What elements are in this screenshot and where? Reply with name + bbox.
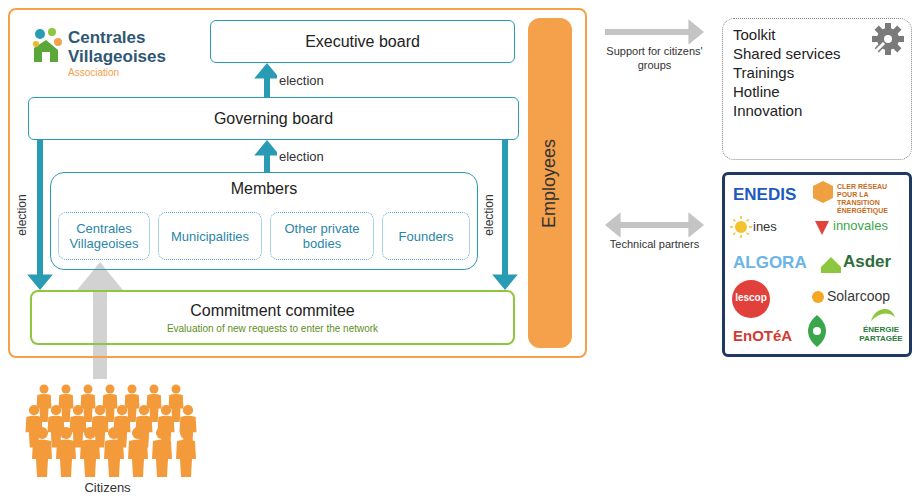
connector-arrow [605, 19, 704, 45]
node-text: Centrales Villageoises [68, 28, 190, 66]
node-text: Shared services [733, 44, 901, 63]
person-figure [104, 427, 124, 477]
connector-arrow [492, 140, 518, 290]
sun-ray [749, 226, 752, 228]
person-figure [80, 427, 100, 477]
arrow-shaft [37, 140, 43, 275]
node-text: Hotline [733, 82, 901, 101]
node-text: Governing board [214, 110, 333, 128]
sun-ray [733, 233, 735, 235]
asder-logo [821, 257, 841, 273]
node-text: Employees [540, 138, 561, 227]
edge-label: Technical partners [608, 237, 702, 251]
node-text: Asder [843, 252, 891, 272]
gear-hole [884, 35, 892, 43]
node-text: Association [68, 67, 119, 78]
arrow-shaft [605, 29, 689, 35]
node-text: Trainings [733, 63, 901, 82]
member-group-box: Founders [382, 212, 470, 260]
node-text: Executive board [305, 33, 420, 51]
member-group-box: Other private bodies [270, 212, 374, 260]
arrow-shaft [93, 289, 107, 379]
node-text: Municipalities [171, 229, 249, 244]
connector-arrow [27, 140, 53, 290]
node-text: EnOTéA [733, 327, 792, 344]
arrow-head [688, 19, 704, 45]
person-figure [152, 427, 172, 477]
board-box: Governing board [28, 97, 519, 140]
citizens-group: Citizens [20, 365, 195, 497]
connector-arrow [254, 140, 280, 172]
energie-partagee-logo [871, 309, 895, 321]
ines-sun [735, 221, 747, 233]
gear-shape [872, 23, 904, 55]
green-flower-logo [808, 315, 826, 347]
node-text: innovales [833, 218, 888, 233]
node-text: Toolkit [733, 25, 901, 44]
arrow-shaft [620, 222, 690, 228]
sun-ray [747, 219, 749, 221]
employees-bar: Employees [528, 18, 572, 348]
flower-heart [813, 327, 821, 335]
partners-box: ENEDIS CLER RÉSEAU POUR LA TRANSITION ÉNE… [722, 172, 912, 357]
edge-label: election [482, 192, 496, 237]
arrow-head [492, 274, 518, 290]
node-text: ENEDIS [733, 185, 796, 205]
node-text: lescop [734, 292, 768, 303]
committee-box: Commitment commiteeEvaluation of new req… [30, 290, 515, 345]
node-text: ÉNERGIE PARTAGÉE [855, 325, 907, 343]
node-text: CLER RÉSEAU POUR LA TRANSITION ÉNERGÉTIQ… [837, 183, 905, 215]
association-frame: Centrales VillageoisesAssociationExecuti… [8, 8, 587, 358]
member-group-box: Centrales Villageoises [58, 212, 150, 260]
node-text: ALGORA [733, 253, 807, 273]
person-figure [128, 427, 148, 477]
arrow-head [77, 262, 123, 290]
edge-label: election [277, 73, 326, 88]
node-text: ines [753, 219, 777, 234]
node-text: Evaluation of new requests to enter the … [167, 323, 378, 334]
services-box: ToolkitShared servicesTrainingsHotlineIn… [722, 18, 912, 160]
arrow-shaft [264, 155, 270, 172]
member-group-box: Municipalities [158, 212, 262, 260]
citizens-crowd [20, 365, 195, 497]
sun-ray [733, 219, 735, 221]
arrow-head [688, 212, 704, 238]
sun-ray [740, 235, 742, 238]
arrow-shaft [502, 140, 508, 275]
arrow-shaft [264, 78, 270, 97]
node-text: Solarcoop [827, 288, 890, 304]
logo-icon [30, 26, 64, 66]
connector-arrow [254, 63, 280, 97]
person-figure [56, 427, 76, 477]
person-figure [32, 427, 52, 477]
arrow-head [254, 63, 280, 79]
edge-label: Support for citizens' groups [601, 44, 709, 72]
arrow-head [605, 212, 621, 238]
connector-arrow [77, 262, 123, 379]
node-text: Innovation [733, 101, 901, 120]
sun-ray [740, 216, 742, 219]
board-box: Executive board [210, 20, 515, 63]
sun-ray [747, 233, 749, 235]
innovales-logo [815, 221, 829, 235]
node-text: Founders [399, 229, 454, 244]
wrench-handle [874, 43, 884, 53]
cler-logo [813, 181, 833, 203]
node-text: Members [51, 180, 477, 198]
connector-arrow [605, 212, 704, 238]
edge-label: election [277, 149, 326, 164]
node-text: Other private bodies [273, 221, 371, 251]
node-text: Citizens [84, 480, 130, 495]
node-text: Centrales Villageoises [61, 221, 147, 251]
person-figure [176, 427, 196, 477]
solarcoop-sun [812, 291, 824, 303]
sun-ray [730, 226, 733, 228]
arrow-head [254, 140, 280, 156]
node-text: Commitment commitee [190, 302, 354, 320]
arrow-head [27, 274, 53, 290]
lescop-logo [732, 280, 770, 318]
edge-label: election [15, 192, 29, 237]
members-box: MembersCentrales Villageoises Municipalit… [50, 172, 478, 270]
